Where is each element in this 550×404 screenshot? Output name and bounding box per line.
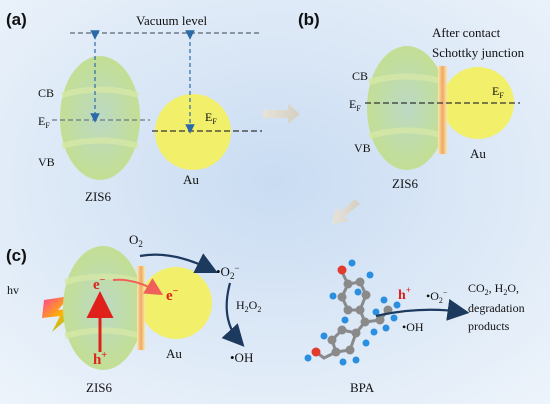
products-line-1: CO2, H2O, — [468, 281, 519, 297]
degradation-arrow — [375, 298, 470, 321]
ef-label-b: EF — [349, 97, 361, 113]
zis6-label-a: ZIS6 — [85, 189, 112, 204]
ef-label-a: EF — [38, 114, 50, 130]
au-label-c: Au — [166, 346, 182, 361]
au-particle-a — [155, 94, 231, 170]
hole-vb-label: h+ — [93, 350, 107, 368]
o2-label: O2 — [129, 232, 143, 249]
zis6-semiconductor-a — [60, 56, 140, 180]
zis6-semiconductor-b — [367, 46, 447, 170]
electron-au-label: e− — [166, 286, 179, 304]
cb-label-a: CB — [38, 86, 54, 100]
bpa-hole-label: h+ — [398, 285, 411, 303]
panel-c-label: (c) — [6, 246, 27, 265]
h2o2-pathway-arrow — [221, 282, 245, 347]
panel-a-label: (a) — [6, 10, 27, 29]
schottky-junction-label: Schottky junction — [432, 45, 525, 60]
au-label-a: Au — [183, 172, 199, 187]
products-line-2: degradation — [468, 301, 525, 315]
h2o2-label: H2O2 — [236, 298, 261, 314]
products-line-3: products — [468, 319, 510, 333]
bpa-hydroxyl-label: •OH — [402, 320, 424, 334]
electron-cb-label: e− — [93, 275, 106, 293]
zis6-label-b: ZIS6 — [392, 176, 419, 191]
ef-au-label-a: EF — [205, 110, 217, 126]
ef-au-label-b: EF — [492, 84, 504, 100]
transition-arrow-a-to-b — [263, 104, 300, 124]
hydroxyl-radical-label: •OH — [230, 350, 253, 365]
bpa-label: BPA — [350, 380, 375, 395]
au-label-b: Au — [470, 146, 486, 161]
zis6-label-c: ZIS6 — [86, 380, 113, 395]
bpa-superoxide-label: •O2− — [426, 288, 448, 305]
hv-label: hv — [7, 283, 19, 297]
o2-reduction-arrow — [139, 253, 218, 273]
panel-b-label: (b) — [298, 10, 320, 29]
cb-label-b: CB — [352, 69, 368, 83]
light-bolt-icon — [42, 296, 80, 332]
vb-label-b: VB — [354, 141, 371, 155]
superoxide-label: •O2− — [216, 263, 240, 281]
junction-bar-c — [137, 266, 145, 350]
bpa-molecule — [304, 259, 401, 366]
schottky-junction-bar — [438, 66, 447, 154]
transition-arrow-b-to-c — [332, 199, 360, 224]
vb-label-a: VB — [38, 155, 55, 169]
electron-transfer-arrow — [112, 278, 164, 296]
vacuum-level-label: Vacuum level — [136, 13, 208, 28]
after-contact-label: After contact — [432, 25, 501, 40]
au-particle-c — [140, 267, 212, 339]
